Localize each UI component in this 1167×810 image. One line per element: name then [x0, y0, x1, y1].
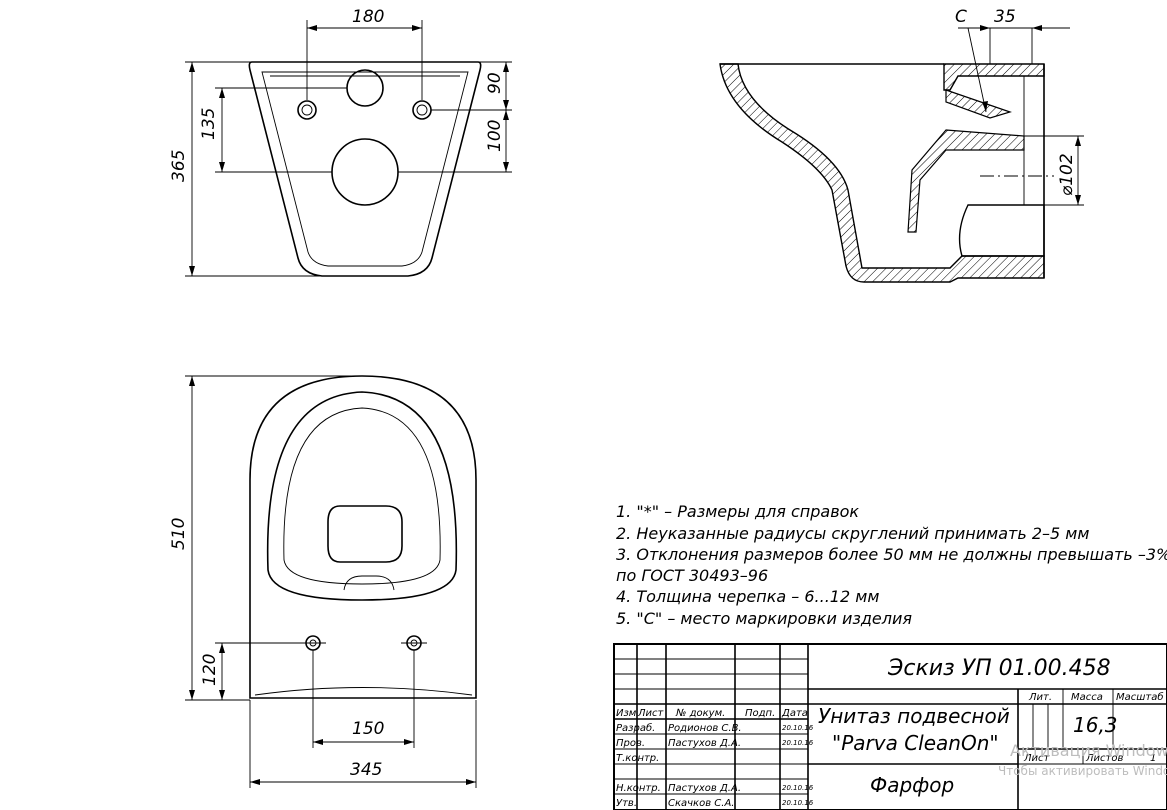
row-role: Т.контр. [616, 753, 659, 764]
note-4: 4. Толщина черепка – 6...12 мм [616, 587, 879, 606]
row-role: Пров. [616, 738, 645, 749]
material: Фарфор [870, 773, 954, 797]
dim-135: 135 [199, 108, 219, 140]
dim-c: C [955, 7, 967, 27]
note-2: 2. Неуказанные радиусы скруглений приним… [616, 524, 1089, 543]
sheet-label: Лист [1023, 753, 1051, 764]
product-name-line1: Унитаз подвесной [818, 704, 1010, 728]
dim-365: 365 [169, 150, 189, 182]
row-name: Скачков С.А. [668, 798, 734, 809]
top-view: 510 120 150 345 [169, 375, 477, 788]
windows-activation-watermark: Активация Windows Чтобы активировать Win… [998, 741, 1167, 778]
mass-value: 16,3 [1073, 713, 1118, 737]
row-role: Н.контр. [616, 783, 661, 794]
hdr-lit: Лит. [1028, 692, 1052, 703]
row-name: Пастухов Д.А. [668, 738, 741, 749]
row-role: Утв. [616, 798, 637, 809]
dim-510: 510 [169, 518, 189, 550]
col-list: Лист [637, 708, 665, 719]
note-5: 5. "С" – место маркировки изделия [616, 609, 912, 628]
doc-code: Эскиз УП 01.00.458 [887, 656, 1111, 681]
col-izm: Изм [616, 708, 637, 719]
note-1: 1. "*" – Размеры для справок [616, 502, 859, 521]
sheets-value: 1 [1150, 753, 1156, 764]
col-sign: Подп. [745, 708, 775, 719]
note-3-cont: по ГОСТ 30493–96 [616, 566, 768, 585]
title-block: Эскиз УП 01.00.458 Унитаз подвесной "Par… [613, 643, 1167, 810]
row-date: 20.10.16 [782, 724, 814, 732]
row-name: Пастухов Д.А. [668, 783, 741, 794]
dim-35: 35 [994, 7, 1016, 27]
dim-90: 90 [485, 72, 505, 94]
technical-notes: 1. "*" – Размеры для справок 2. Неуказан… [616, 502, 1167, 628]
hdr-mass: Масса [1071, 692, 1103, 703]
dim-150: 150 [352, 719, 384, 739]
row-date: 20.10.16 [782, 799, 814, 807]
side-section-view: C 35 ⌀102 [719, 7, 1084, 283]
col-docnum: № докум. [675, 708, 725, 719]
watermark-line1: Активация Windows [1010, 741, 1167, 760]
front-view: 180 365 135 90 100 [169, 7, 512, 277]
row-date: 20.10.16 [782, 739, 814, 747]
row-name: Родионов С.В. [668, 723, 742, 734]
dim-100: 100 [485, 120, 505, 152]
dim-345: 345 [350, 760, 382, 780]
product-name-line2: "Parva CleanOn" [832, 731, 999, 755]
dim-diameter-102: ⌀102 [1057, 153, 1077, 196]
watermark-line2: Чтобы активировать Windows [998, 764, 1167, 778]
hdr-scale: Масштаб [1116, 691, 1164, 703]
note-3: 3. Отклонения размеров более 50 мм не до… [616, 545, 1167, 564]
row-date: 20.10.16 [782, 784, 814, 792]
col-date: Дата [781, 708, 808, 719]
dim-120: 120 [200, 654, 220, 686]
dim-180: 180 [352, 7, 384, 27]
sheets-label: Листов [1085, 753, 1123, 764]
row-role: Разраб. [616, 722, 655, 734]
